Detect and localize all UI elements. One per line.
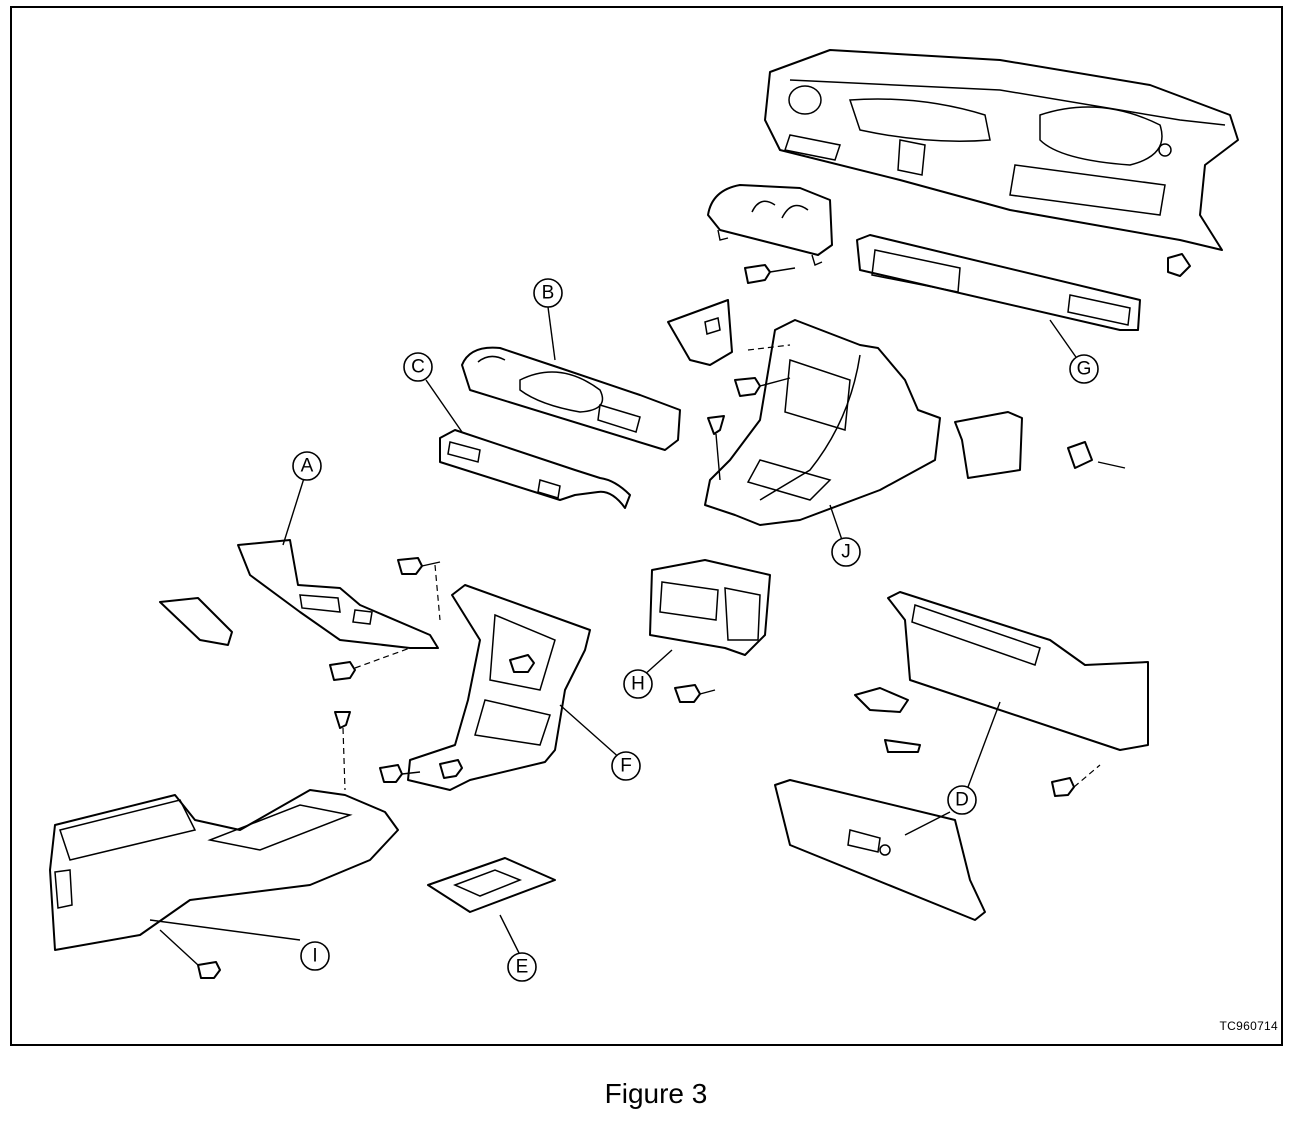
screw <box>334 711 351 791</box>
screw <box>379 764 421 783</box>
callout-c: C <box>403 352 433 382</box>
screw <box>397 557 441 575</box>
svg-text:D: D <box>955 790 969 811</box>
callout-f: F <box>611 751 641 781</box>
svg-text:I: I <box>312 946 317 967</box>
fasteners <box>159 264 1101 979</box>
screw <box>509 654 535 673</box>
small-trim-pieces <box>159 299 1126 753</box>
callout-d: D <box>947 785 977 815</box>
callout-g: G <box>1069 354 1099 384</box>
callout-e: E <box>507 952 537 982</box>
meter-hood <box>707 184 833 266</box>
screw <box>674 684 716 703</box>
callout-i: I <box>300 941 330 971</box>
callout-j: J <box>831 537 861 567</box>
svg-text:A: A <box>301 456 314 477</box>
screw <box>707 415 725 481</box>
screw <box>734 377 791 397</box>
part-b-cluster-bezel <box>461 306 681 451</box>
svg-text:J: J <box>841 542 851 563</box>
diagram-frame <box>10 6 1283 1046</box>
instrument-panel <box>764 49 1239 277</box>
part-h-audio-unit <box>642 559 771 677</box>
screw <box>1051 764 1101 797</box>
svg-text:G: G <box>1077 359 1092 380</box>
part-c-lower-panel <box>425 379 631 509</box>
screw <box>329 647 411 681</box>
callout-a: A <box>292 451 322 481</box>
callout-b: B <box>533 278 563 308</box>
reference-code: TC960714 <box>1219 1019 1278 1033</box>
part-j-center-console <box>704 319 941 541</box>
part-f-center-trim <box>407 564 623 791</box>
svg-text:E: E <box>516 957 529 978</box>
part-i-console-box <box>49 789 399 951</box>
part-a-knee-panel <box>237 474 439 649</box>
figure-caption: Figure 3 <box>604 1078 708 1109</box>
svg-text:H: H <box>631 674 645 695</box>
callout-h: H <box>623 669 653 699</box>
screw <box>744 264 796 284</box>
svg-text:F: F <box>620 756 632 777</box>
screw <box>439 759 463 779</box>
part-g-vent-panel <box>856 234 1141 361</box>
part-d-glove-box <box>774 591 1149 921</box>
part-e-shift-bezel <box>427 857 556 956</box>
svg-text:C: C <box>411 357 425 378</box>
screw <box>159 929 221 979</box>
svg-text:B: B <box>542 283 555 304</box>
